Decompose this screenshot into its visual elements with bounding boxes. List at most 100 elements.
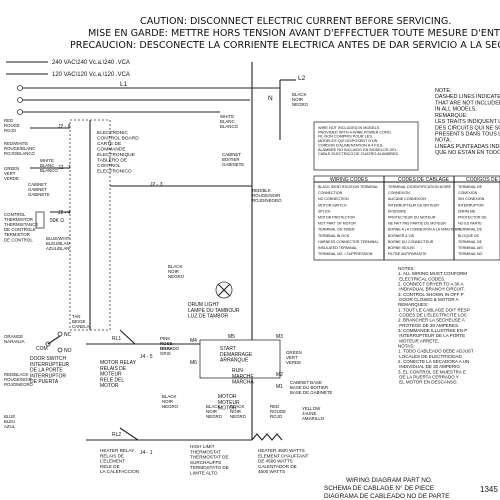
legend-header-2: CODIGOS DE xyxy=(466,177,499,183)
legend-cell: TERMINAL BLOCK xyxy=(318,234,350,238)
l1-label: L1 xyxy=(120,81,128,88)
pin-j4-1: J4 - 1 xyxy=(140,450,153,456)
legend-cell: EMPALME xyxy=(458,209,476,213)
legend-cell: EPISSURE xyxy=(388,209,407,213)
legend-cell: TERMINAL D'IDENTIFICATION NOIRE xyxy=(388,185,452,189)
heater-coil-icon xyxy=(251,433,283,441)
legend-rows: BLACK IDENTIFICATION TERMINAL TERMINAL D'… xyxy=(318,185,487,256)
supply-240-label: 240 VAC\240 Vc.a.\240 .VCA xyxy=(52,60,130,66)
notes-lower-text: NOTES:1. ALL WIRING MUST CONFORM ELECTRI… xyxy=(398,266,474,385)
footer: WIRING DIAGRAM PART NO. SCHEMA DE CABLAG… xyxy=(324,477,498,500)
legend-cell: TERMINAL DE xyxy=(458,240,483,244)
legend-cell: BORNE DU CONNECTEUR xyxy=(388,240,434,244)
pin-m5: M5 xyxy=(228,334,235,340)
legend-cell: SPLICE xyxy=(318,209,331,213)
n-label: N xyxy=(268,95,273,102)
legend-cell: BORNIER A VIS xyxy=(388,234,415,238)
pin-m4: M4 xyxy=(190,338,197,344)
l2-label: L2 xyxy=(298,75,306,82)
pin-m6: M6 xyxy=(190,360,197,366)
legend-cell: INTERRUPTOR xyxy=(458,203,484,207)
footer-line3: DIAGRAMA DE CABLEADO NO DE PARTE xyxy=(324,493,449,500)
legend-cell: CONNEXION xyxy=(388,191,410,195)
door-switch-nc xyxy=(57,331,63,337)
pin-j4-5: J4 - 5 xyxy=(140,354,153,360)
terminal-l2 xyxy=(17,109,23,115)
legend-cell: NOT PART OF MOTOR xyxy=(318,222,356,226)
footer-line2: SCHEMA DE CABLAGE N° DE PIECE xyxy=(324,484,434,492)
legend-cell: NO ES PARTE xyxy=(458,222,482,226)
legend-cell: FILTRE ANTIPARASITE xyxy=(388,252,427,256)
terminal-n xyxy=(17,97,23,103)
legend-cell: SIN CONEXION xyxy=(458,197,485,201)
legend-cell: NE FAIT PAS PARTIE DU MOTEUR xyxy=(388,222,446,226)
caution-header: CAUTION: DISCONNECT ELECTRIC CURRENT BEF… xyxy=(70,16,500,51)
terminal-l1 xyxy=(17,85,23,91)
legend-header-0: WIRING CODES xyxy=(330,177,368,183)
legend-cell: TERMINAL ON TIMER xyxy=(318,228,355,232)
supply-120-label: 120 VAC\120 Vc.a.\120 .VCA xyxy=(52,72,130,78)
pin-j2-3: J2 - 3 xyxy=(150,182,163,188)
footer-line1: WIRING DIAGRAM PART NO. xyxy=(346,477,433,484)
legend-cell: BLACK IDENTIFICATION TERMINAL xyxy=(318,185,378,189)
pin-m1: M1 xyxy=(276,384,283,390)
legend-cell: CONNECTION xyxy=(318,191,343,195)
legend-cell: BORNE A LA CONNEXION A LA MINUTERIE xyxy=(388,228,461,232)
pin-m3: M3 xyxy=(276,334,283,340)
legend-cell: BORNE ISOLEE xyxy=(388,246,415,250)
pin-j2-8: J2 - 8 xyxy=(58,124,71,130)
caution-line-en: CAUTION: DISCONNECT ELECTRIC CURRENT BEF… xyxy=(140,16,451,27)
legend-cell: NO CONNECTION xyxy=(318,197,349,201)
notes-lower: NOTES:1. ALL WIRING MUST CONFORM ELECTRI… xyxy=(398,266,474,385)
legend-cell: MOTOR PROTECTOR xyxy=(318,216,355,220)
door-switch-no xyxy=(57,347,63,353)
caution-line-es: PRECAUCION: DESCONECTE LA CORRIENTE ELEC… xyxy=(70,40,500,51)
rl1-label: RL1 xyxy=(112,336,121,342)
legend-cell: PROTECTOR DE xyxy=(458,216,487,220)
legend-cell: BLOQUE DE xyxy=(458,234,480,238)
door-com-label: COM xyxy=(36,346,48,352)
door-no-label: NO xyxy=(64,348,72,354)
legend-cell: TERMINAL NO xyxy=(458,252,483,256)
legend-cell: TERMINAL AIS xyxy=(458,246,483,250)
door-nc-label: NC xyxy=(64,332,72,338)
wiring-codes-legend: WIRING CODES CODES DE CABLAGE CODIGOS DE… xyxy=(313,175,500,261)
legend-cell: AUCUNE CONNEXION xyxy=(388,197,426,201)
